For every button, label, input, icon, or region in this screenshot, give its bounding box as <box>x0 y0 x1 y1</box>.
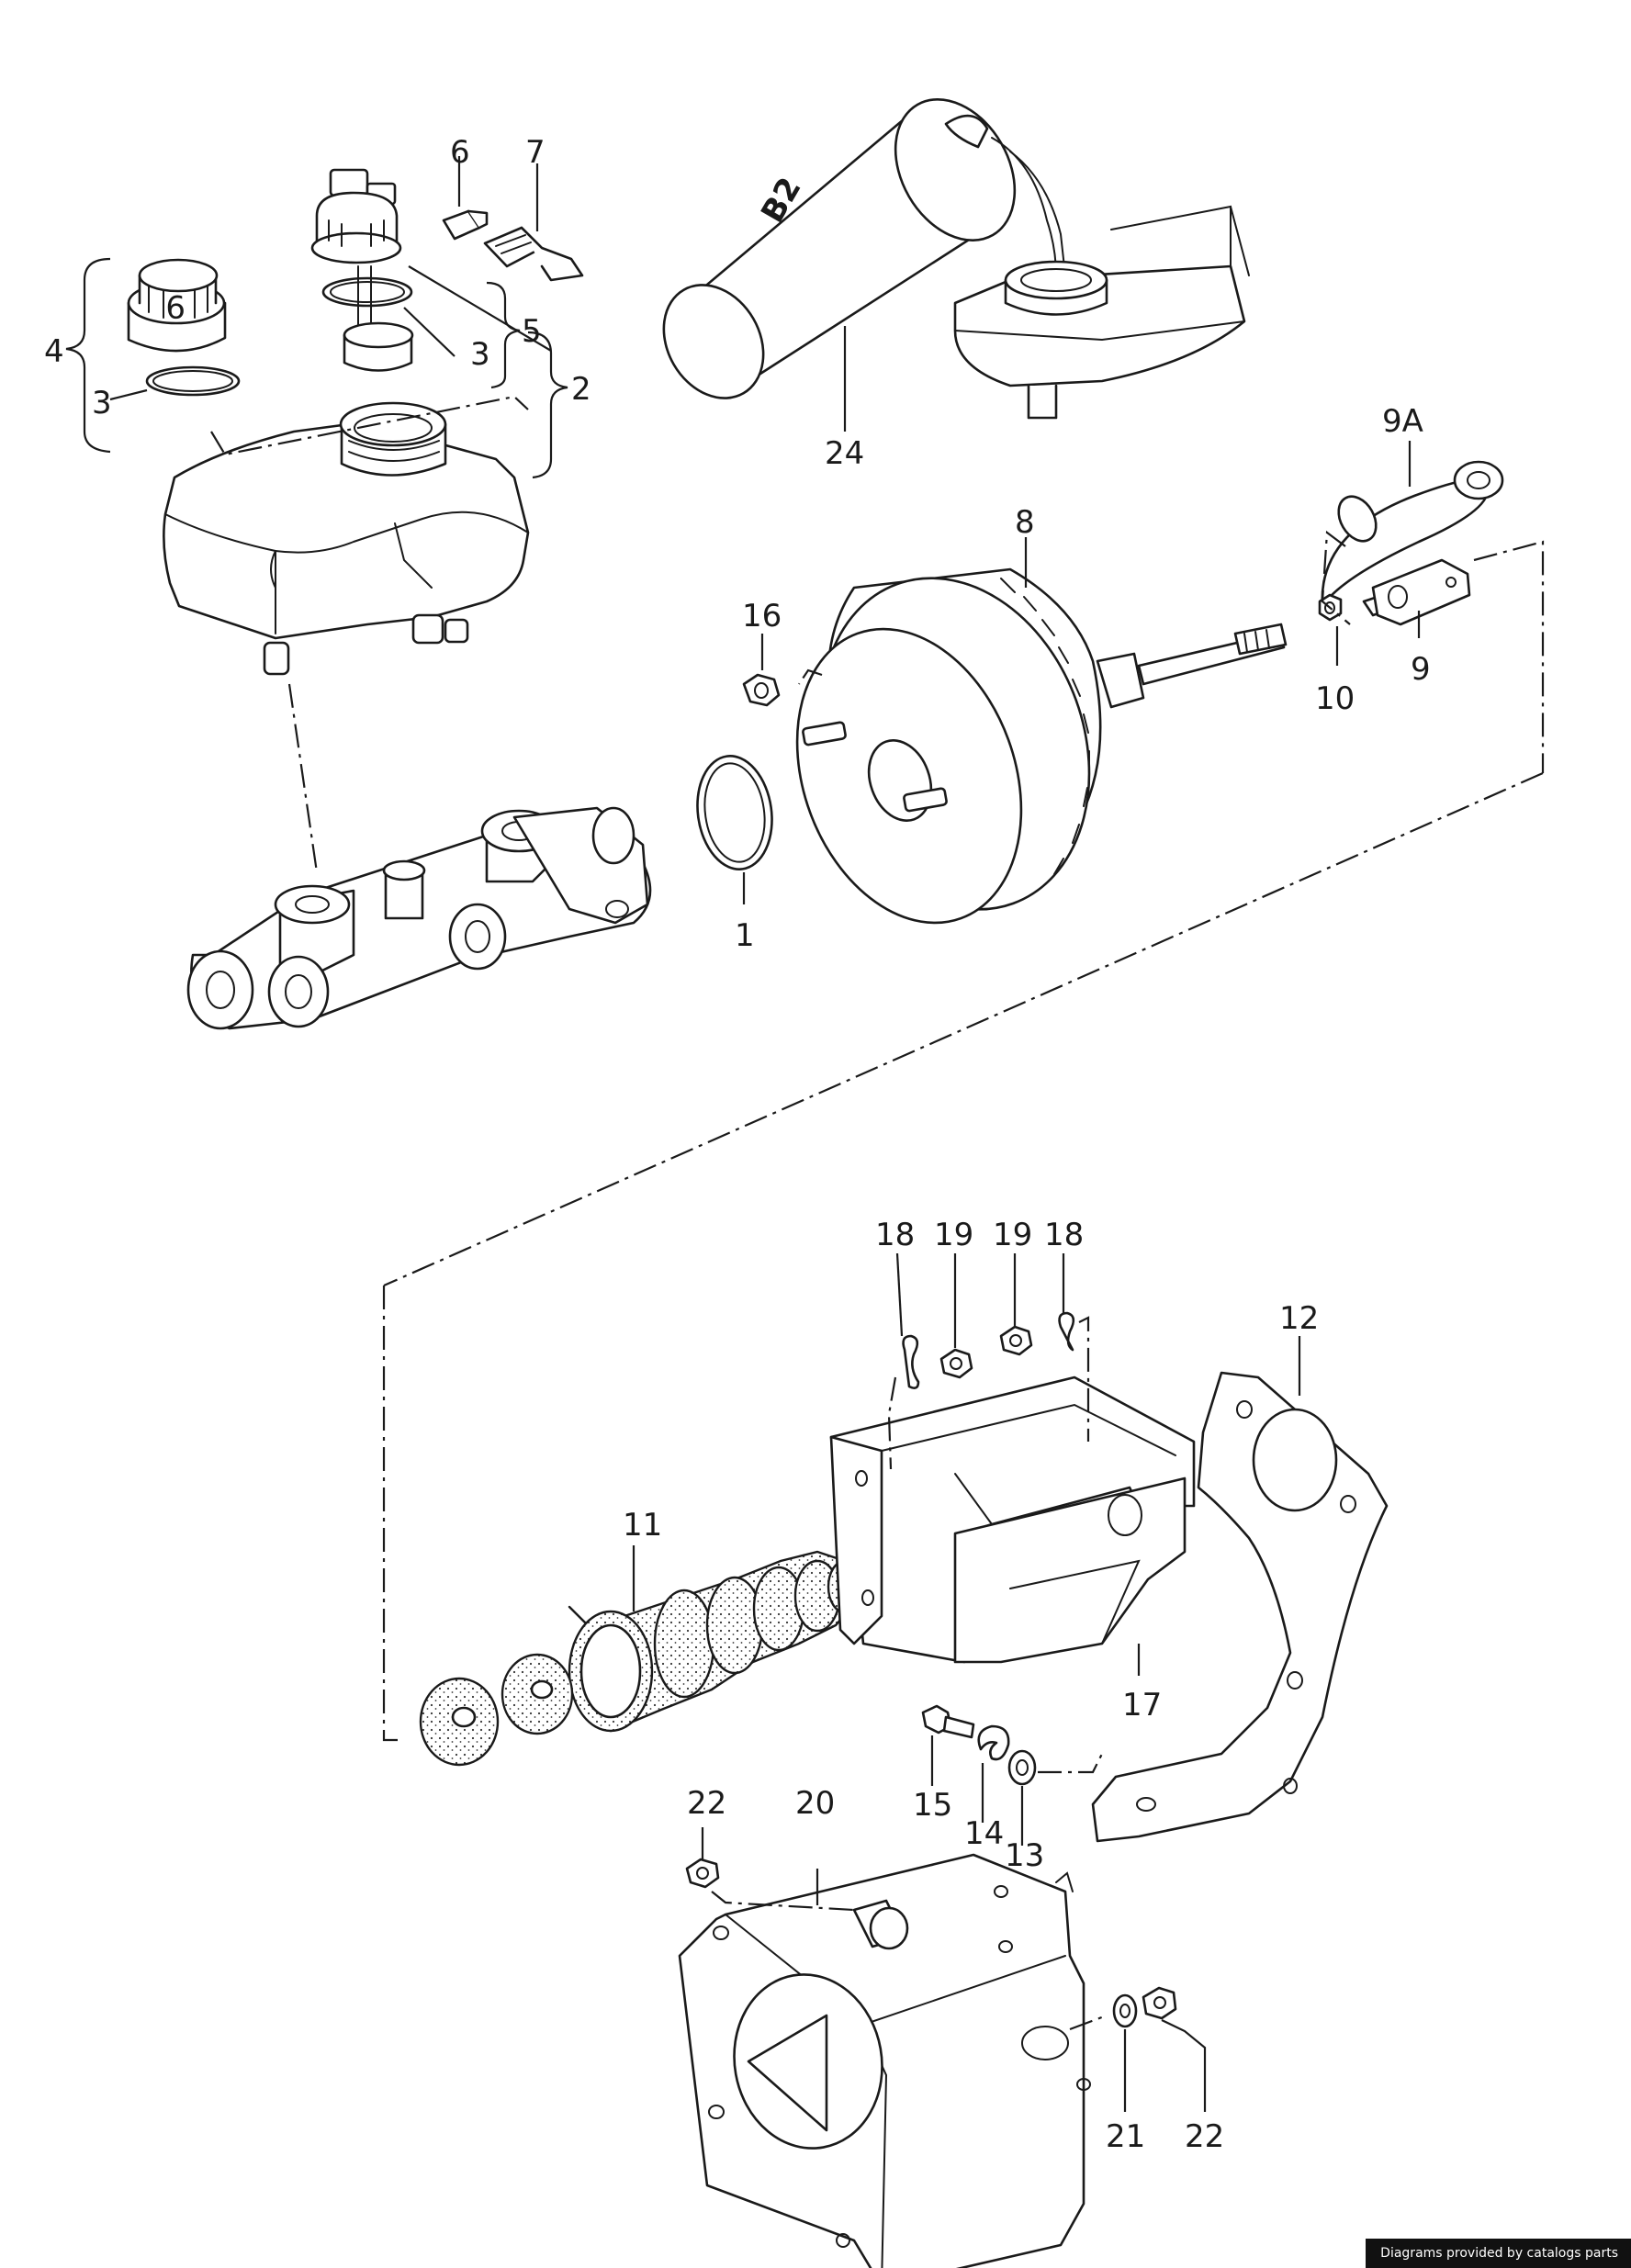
brace-4 <box>65 257 111 454</box>
callout-7: 7 <box>525 134 546 171</box>
callout-3a: 3 <box>92 385 112 421</box>
dust-boot-11 <box>568 1550 863 1733</box>
callout-15: 15 <box>913 1787 952 1824</box>
callout-8: 8 <box>1015 504 1035 541</box>
nut-16 <box>742 673 781 707</box>
brake-booster <box>795 567 1288 925</box>
callout-13: 13 <box>1005 1837 1044 1874</box>
callout-6: 6 <box>450 134 470 171</box>
pedal-bracket-17 <box>829 1375 1196 1664</box>
mounting-plate-12 <box>1091 1371 1389 1843</box>
fasteners-18-19 <box>902 1311 1075 1389</box>
reservoir-cap-assembly: 9 <box>127 258 241 397</box>
callout-22a: 22 <box>687 1785 726 1822</box>
cap-marking: 9 <box>165 287 186 324</box>
callout-11: 11 <box>623 1507 662 1544</box>
bolt-washers-13-15 <box>921 1704 1037 1786</box>
brake-master-cylinder <box>186 806 652 1030</box>
callout-1: 1 <box>735 917 755 954</box>
callout-16: 16 <box>742 598 782 634</box>
callout-10: 10 <box>1315 680 1355 717</box>
connector-parts <box>442 209 584 282</box>
callout-22b: 22 <box>1185 2118 1224 2155</box>
callout-17: 17 <box>1122 1687 1162 1723</box>
callout-5: 5 <box>522 313 542 350</box>
callout-19a: 19 <box>934 1217 973 1253</box>
callout-18a: 18 <box>875 1217 915 1253</box>
callout-labels: 6 7 4 3 3 5 2 24 9A 8 16 9 10 1 18 19 19… <box>44 134 1431 2155</box>
callout-19b: 19 <box>993 1217 1032 1253</box>
clevis-and-rod-end <box>1318 460 1504 626</box>
callout-2: 2 <box>571 371 591 408</box>
nuts-washers-21-22 <box>685 1858 1177 2028</box>
washers-11 <box>419 1653 574 1767</box>
brake-fluid-reservoir <box>163 401 530 676</box>
callout-20: 20 <box>795 1785 835 1822</box>
reservoir-fill-detail <box>953 205 1250 420</box>
diagram-credit: Diagrams provided by catalogs parts <box>1366 2239 1631 2268</box>
callout-9: 9 <box>1411 651 1431 688</box>
callout-21: 21 <box>1106 2118 1145 2155</box>
callout-18b: 18 <box>1044 1217 1084 1253</box>
callout-12: 12 <box>1279 1300 1319 1337</box>
level-sender-assembly <box>310 168 414 372</box>
brace-5 <box>486 281 521 389</box>
callout-24: 24 <box>825 435 864 472</box>
o-ring-1 <box>696 755 773 870</box>
brace-2 <box>527 331 568 479</box>
callout-14: 14 <box>964 1815 1004 1852</box>
pedal-box-20 <box>678 1853 1091 2268</box>
callout-3b: 3 <box>470 336 490 373</box>
callout-9a: 9A <box>1382 403 1423 440</box>
callout-4: 4 <box>44 333 64 370</box>
